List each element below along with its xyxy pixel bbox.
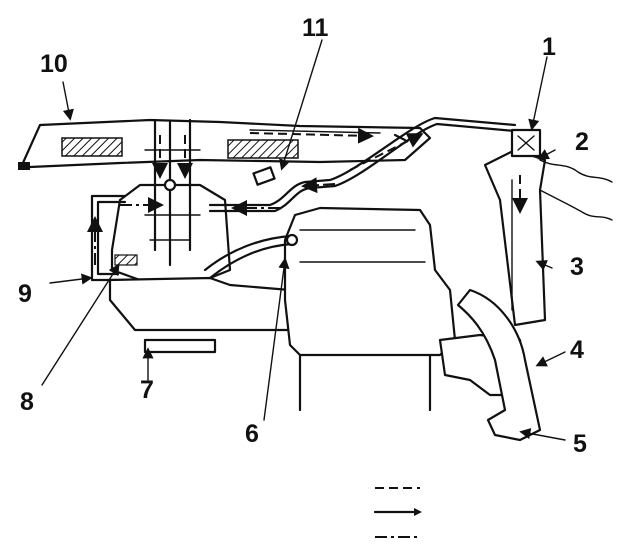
- callout-8: 8: [20, 388, 34, 416]
- callout-1: 1: [542, 33, 556, 61]
- flow-arrows: [87, 127, 528, 265]
- callout-9: 9: [18, 280, 32, 308]
- callout-11: 11: [302, 14, 329, 42]
- frame: [539, 159, 613, 221]
- callout-4: 4: [570, 336, 584, 364]
- crankcase-duct: [456, 148, 547, 442]
- reed-valve-box: [510, 128, 542, 158]
- legend-solid-line: [373, 508, 422, 516]
- valve-hose: [208, 116, 517, 213]
- leader-lines: [41, 39, 566, 441]
- callout-2: 2: [575, 128, 589, 156]
- air-cleaner-housing: [18, 118, 432, 170]
- callout-10: 10: [40, 50, 68, 78]
- return-tube: [90, 194, 127, 282]
- breather-tube: [203, 233, 299, 280]
- callout-3: 3: [570, 253, 584, 281]
- callout-5: 5: [573, 430, 587, 458]
- callout-6: 6: [245, 420, 259, 448]
- legend: [373, 487, 422, 538]
- callout-7: 7: [140, 376, 154, 404]
- carburetor: [110, 118, 232, 282]
- callout-labels: 1 2 3 4 5 6 7 8 9 10 11: [18, 14, 589, 458]
- intake-manifold: [108, 276, 292, 354]
